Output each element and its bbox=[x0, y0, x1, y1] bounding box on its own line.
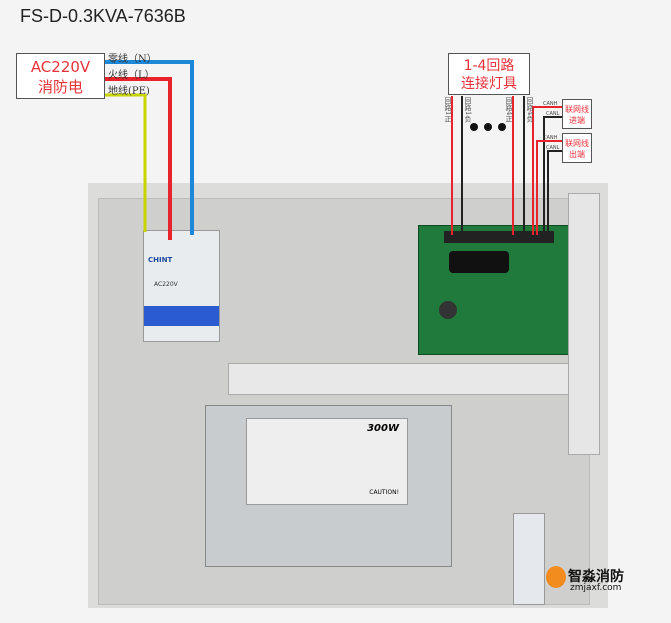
ac-label: 消防电 bbox=[37, 78, 83, 96]
psu-caution: CAUTION! bbox=[369, 489, 399, 496]
psu-power: 300W bbox=[367, 423, 399, 434]
breaker-base bbox=[144, 306, 219, 326]
din-rail bbox=[228, 363, 580, 395]
neutral-label: 零线（N） bbox=[108, 54, 157, 65]
live-wire bbox=[105, 77, 172, 240]
ac-power-box: AC220V 消防电 bbox=[16, 53, 105, 99]
loop-label: 回路4正 bbox=[505, 97, 513, 123]
earth-wire bbox=[105, 93, 147, 232]
loop-label: 回路1负 bbox=[464, 97, 472, 123]
watermark-logo-icon bbox=[546, 566, 566, 588]
breaker-voltage: AC220V bbox=[154, 281, 178, 288]
canh-in-wire bbox=[532, 106, 562, 235]
earth-label: 地线(PE) bbox=[108, 86, 150, 97]
canh-out-wire bbox=[536, 140, 562, 235]
lamp-box: 1-4回路 连接灯具 bbox=[448, 53, 530, 95]
cabinet-photo: CHINT AC220V 300W CAUTION! bbox=[88, 183, 608, 608]
breaker-brand: CHINT bbox=[148, 256, 173, 264]
lamp-label: 连接灯具 bbox=[461, 76, 517, 92]
ellipsis-dot bbox=[484, 123, 492, 131]
canl-label: CANL bbox=[546, 111, 560, 117]
ac-voltage: AC220V bbox=[30, 58, 91, 76]
side-rail bbox=[568, 193, 600, 455]
loop-label: 回路4负 bbox=[526, 97, 534, 123]
canl-label: CANL bbox=[546, 145, 560, 151]
terminal-block bbox=[444, 231, 554, 243]
network-out-box: 联网线出端 bbox=[562, 133, 592, 163]
relays bbox=[449, 251, 509, 273]
capacitor bbox=[439, 301, 457, 319]
ellipsis-dot bbox=[470, 123, 478, 131]
network-in-box: 联网线进端 bbox=[562, 99, 592, 129]
canl-out-wire bbox=[547, 150, 562, 235]
neutral-wire bbox=[105, 60, 194, 235]
canh-label: CANH bbox=[543, 101, 558, 107]
canh-label: CANH bbox=[543, 135, 558, 141]
live-label: 火线（L） bbox=[108, 70, 155, 81]
page-title: FS-D-0.3KVA-7636B bbox=[20, 6, 186, 26]
psu-label: 300W CAUTION! bbox=[246, 418, 408, 505]
ellipsis-dot bbox=[498, 123, 506, 131]
breaker: CHINT AC220V bbox=[143, 230, 220, 342]
watermark-url: zmjaxf.com bbox=[570, 583, 622, 593]
loop-label: 回路1正 bbox=[444, 97, 452, 123]
power-supply: 300W CAUTION! bbox=[205, 405, 452, 567]
control-board bbox=[418, 225, 580, 355]
small-breaker bbox=[513, 513, 545, 605]
watermark-name: 智淼消防 bbox=[568, 569, 624, 585]
lamp-loops: 1-4回路 bbox=[463, 58, 515, 74]
canl-in-wire bbox=[543, 116, 562, 235]
